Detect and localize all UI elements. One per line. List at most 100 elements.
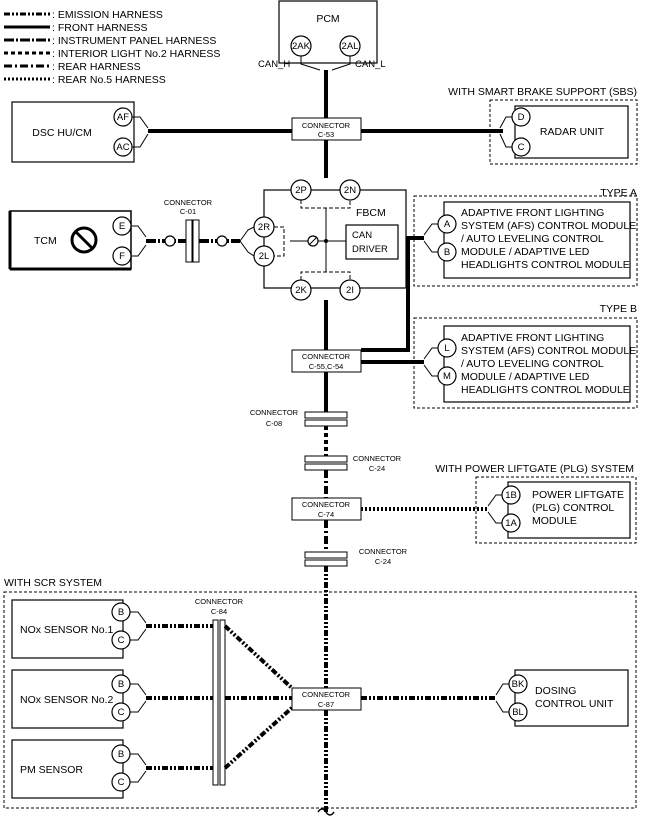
- svg-text:POWER LIFTGATE: POWER LIFTGATE: [532, 489, 624, 501]
- svg-text:(PLG) CONTROL: (PLG) CONTROL: [532, 502, 614, 514]
- afs-type-b: TYPE B L M ADAPTIVE FRONT LIGHTING SYSTE…: [413, 303, 638, 409]
- svg-text:SYSTEM (AFS) CONTROL MODULE: SYSTEM (AFS) CONTROL MODULE: [461, 345, 636, 357]
- nox2-label: NOx SENSOR No.2: [20, 694, 114, 706]
- connector-c55-c54: CONNECTOR C-55,C-54: [291, 349, 362, 373]
- svg-text:AF: AF: [117, 112, 129, 123]
- svg-text:HEADLIGHTS CONTROL MODULE: HEADLIGHTS CONTROL MODULE: [461, 384, 630, 396]
- fbcm-module: 2P 2N FBCM 2R 2L 2K 2I CAN DRIVER: [253, 179, 407, 301]
- svg-text:AC: AC: [116, 142, 129, 153]
- can-l-label: CAN_L: [355, 59, 386, 70]
- svg-text:B: B: [118, 749, 124, 760]
- dsc-label: DSC HU/CM: [32, 127, 92, 139]
- svg-text:A: A: [444, 219, 451, 230]
- scr-group-label: WITH SCR SYSTEM: [4, 577, 102, 589]
- can-driver-line1: CAN: [352, 230, 372, 241]
- svg-text:CONNECTOR: CONNECTOR: [195, 597, 244, 606]
- svg-text:CONNECTOR: CONNECTOR: [164, 198, 213, 207]
- svg-text:DOSING: DOSING: [535, 685, 576, 697]
- legend-instrument: : INSTRUMENT PANEL HARNESS: [52, 35, 216, 47]
- svg-text:BL: BL: [512, 707, 524, 718]
- svg-text:B: B: [118, 607, 124, 618]
- pm-label: PM SENSOR: [20, 764, 83, 776]
- svg-text:C-87: C-87: [318, 700, 334, 709]
- svg-text:C-08: C-08: [266, 419, 282, 428]
- svg-text:2L: 2L: [259, 251, 270, 262]
- svg-text:CONNECTOR: CONNECTOR: [302, 352, 351, 361]
- svg-text:2N: 2N: [344, 185, 356, 196]
- svg-text:SYSTEM (AFS) CONTROL MODULE: SYSTEM (AFS) CONTROL MODULE: [461, 220, 636, 232]
- prohibited-icon: [70, 226, 98, 254]
- svg-text:ADAPTIVE FRONT LIGHTING: ADAPTIVE FRONT LIGHTING: [461, 207, 604, 219]
- svg-text:/ AUTO LEVELING CONTROL: / AUTO LEVELING CONTROL: [461, 358, 604, 370]
- svg-text:C-24: C-24: [375, 557, 391, 566]
- fbcm-label: FBCM: [356, 207, 386, 219]
- scr-group: WITH SCR SYSTEM: [3, 577, 637, 809]
- legend-rear5: : REAR No.5 HARNESS: [52, 74, 166, 86]
- dsc-module: DSC HU/CM AF AC: [11, 101, 135, 163]
- svg-text:C-24: C-24: [369, 464, 385, 473]
- svg-text:C: C: [518, 142, 525, 153]
- svg-text:CONNECTOR: CONNECTOR: [353, 454, 402, 463]
- svg-text:M: M: [443, 371, 451, 382]
- svg-text:2AL: 2AL: [342, 41, 359, 52]
- type-a-label: TYPE A: [600, 187, 637, 199]
- svg-text:1A: 1A: [505, 518, 517, 529]
- connector-c53: CONNECTOR C-53: [291, 117, 362, 141]
- connector-c74: CONNECTOR C-74: [291, 497, 362, 521]
- svg-text:HEADLIGHTS CONTROL MODULE: HEADLIGHTS CONTROL MODULE: [461, 259, 630, 271]
- svg-text:F: F: [119, 251, 125, 262]
- legend-rear: : REAR HARNESS: [52, 61, 141, 73]
- svg-text:E: E: [119, 221, 125, 232]
- afs-type-a: TYPE A A B ADAPTIVE FRONT LIGHTING SYSTE…: [413, 187, 638, 287]
- svg-text:1B: 1B: [505, 490, 517, 501]
- svg-text:CONNECTOR: CONNECTOR: [302, 121, 351, 130]
- plg-group: WITH POWER LIFTGATE (PLG) SYSTEM 1B 1A P…: [435, 463, 637, 544]
- svg-text:ADAPTIVE FRONT LIGHTING: ADAPTIVE FRONT LIGHTING: [461, 332, 604, 344]
- svg-text:CONNECTOR: CONNECTOR: [250, 408, 299, 417]
- svg-text:CONNECTOR: CONNECTOR: [302, 500, 351, 509]
- svg-text:/ AUTO LEVELING CONTROL: / AUTO LEVELING CONTROL: [461, 233, 604, 245]
- type-b-label: TYPE B: [600, 303, 637, 315]
- connector-c24-lower: CONNECTOR C-24: [304, 547, 408, 567]
- svg-text:2K: 2K: [295, 285, 307, 296]
- svg-text:B: B: [118, 679, 124, 690]
- tcm-label: TCM: [34, 235, 57, 247]
- legend: : EMISSION HARNESS : FRONT HARNESS : INS…: [4, 9, 220, 86]
- svg-text:2AK: 2AK: [292, 41, 311, 52]
- tcm-module: TCM E F: [8, 210, 132, 271]
- svg-text:C-84: C-84: [211, 607, 227, 616]
- svg-text:CONTROL UNIT: CONTROL UNIT: [535, 698, 614, 710]
- svg-text:C-74: C-74: [318, 510, 334, 519]
- connector-c01: [185, 219, 193, 263]
- connector-c24-upper: CONNECTOR C-24: [304, 454, 402, 473]
- svg-text:C-55,C-54: C-55,C-54: [309, 362, 344, 371]
- svg-text:B: B: [444, 247, 450, 258]
- connector-c08: CONNECTOR C-08: [250, 408, 348, 428]
- legend-emission: : EMISSION HARNESS: [52, 9, 163, 21]
- dosing-control-unit: BK BL DOSING CONTROL UNIT: [508, 669, 629, 727]
- can-driver-line2: DRIVER: [352, 244, 388, 255]
- radar-group: WITH SMART BRAKE SUPPORT (SBS) RADAR UNI…: [448, 86, 638, 165]
- svg-text:CONNECTOR: CONNECTOR: [302, 690, 351, 699]
- pcm-label: PCM: [316, 13, 339, 25]
- svg-text:D: D: [518, 112, 525, 123]
- legend-front: : FRONT HARNESS: [52, 22, 147, 34]
- sbs-group-label: WITH SMART BRAKE SUPPORT (SBS): [448, 86, 637, 98]
- legend-interior-light: : INTERIOR LIGHT No.2 HARNESS: [52, 48, 220, 60]
- svg-text:2P: 2P: [295, 185, 307, 196]
- nox-sensor-2: NOx SENSOR No.2 B C: [11, 669, 131, 729]
- connector-c87: CONNECTOR C-87: [291, 687, 362, 711]
- svg-text:C: C: [118, 777, 125, 788]
- svg-text:2I: 2I: [346, 285, 354, 296]
- svg-text:C-53: C-53: [318, 130, 334, 139]
- svg-text:MODULE / ADAPTIVE LED: MODULE / ADAPTIVE LED: [461, 371, 590, 383]
- svg-text:CONNECTOR: CONNECTOR: [359, 547, 408, 556]
- svg-text:C: C: [118, 635, 125, 646]
- svg-text:C: C: [118, 707, 125, 718]
- radar-label: RADAR UNIT: [540, 126, 605, 138]
- can-h-label: CAN_H: [258, 59, 290, 70]
- pm-sensor: PM SENSOR B C: [11, 739, 131, 799]
- nox-sensor-1: NOx SENSOR No.1 B C: [11, 599, 131, 659]
- svg-text:MODULE: MODULE: [532, 515, 577, 527]
